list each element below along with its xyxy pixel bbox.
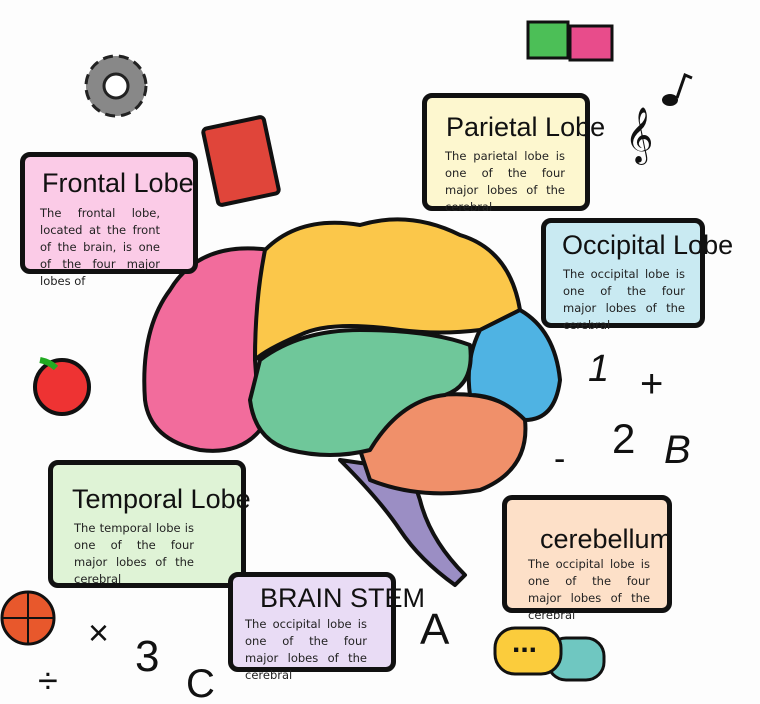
book-icon (201, 115, 281, 207)
doodle-three: 3 (135, 632, 160, 681)
frontal-lobe-title: Frontal Lobe (42, 168, 194, 198)
brain-stem-title: BRAIN STEM (260, 583, 426, 613)
doodle-c: C (186, 662, 215, 704)
doodle-one: 1 (588, 348, 610, 390)
occipital-lobe-description: The occipital lobe is one of the four ma… (563, 267, 685, 332)
music-note-icon (662, 72, 693, 106)
doodle-a: A (420, 605, 450, 654)
puzzle-icon (526, 20, 614, 62)
frontal-lobe-description: The frontal lobe, located at the front o… (40, 206, 160, 288)
cerebellum-card (502, 495, 672, 613)
parietal-lobe-card (422, 93, 590, 211)
temporal-lobe-card (48, 460, 246, 588)
doodle-divide: ÷ (38, 660, 58, 701)
doodle-minus: - (554, 440, 566, 478)
temporal-lobe-shape (248, 328, 473, 457)
frontal-lobe-card (20, 152, 198, 274)
doodle-two: 2 (612, 415, 636, 462)
temporal-lobe-title: Temporal Lobe (72, 484, 251, 514)
gear-icon (84, 54, 148, 118)
temporal-lobe-description: The temporal lobe is one of the four maj… (74, 521, 194, 586)
doodle-times: × (88, 612, 110, 653)
brain-stem-card (228, 572, 396, 672)
chat-dots: ... (512, 626, 538, 659)
parietal-lobe-shape (253, 217, 522, 362)
parietal-lobe-title: Parietal Lobe (446, 112, 606, 142)
cerebellum-title: cerebellum (540, 524, 673, 554)
cerebellum-description: The occipital lobe is one of the four ma… (528, 557, 650, 622)
brain-stem-description: The occipital lobe is one of the four ma… (245, 617, 367, 682)
chat-bubbles-icon (493, 626, 606, 682)
occipital-lobe-card (541, 218, 705, 328)
basketball-icon (0, 590, 56, 646)
doodle-plus: + (640, 362, 664, 406)
parietal-lobe-description: The parietal lobe is one of the four maj… (445, 149, 565, 214)
doodle-b: B (664, 428, 691, 472)
brain-stem (338, 458, 467, 587)
occipital-lobe-title: Occipital Lobe (562, 230, 734, 260)
apple-icon (33, 357, 91, 416)
treble-clef-icon: 𝄞 (625, 109, 654, 162)
